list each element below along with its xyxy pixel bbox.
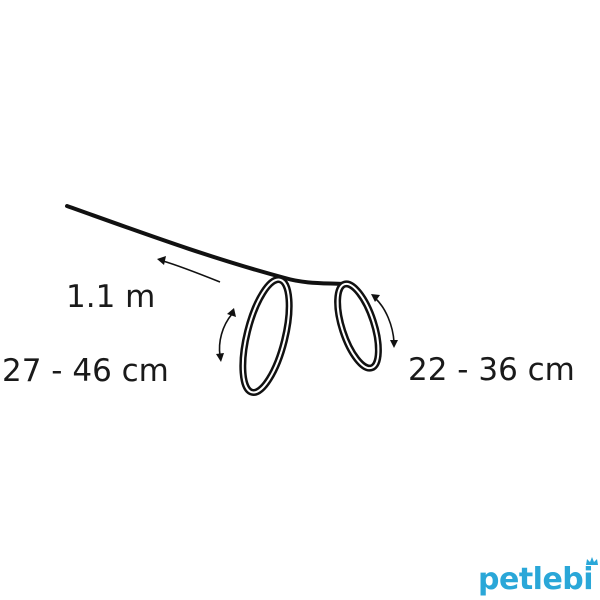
small-loop-label: 22 - 36 cm: [408, 352, 575, 388]
large-loop-label: 27 - 46 cm: [2, 353, 169, 389]
leash-length-label: 1.1 m: [66, 279, 155, 315]
adjust-arrow-icon: [371, 294, 398, 348]
large-loop: [239, 276, 293, 396]
logo-wordmark: petlebi: [478, 562, 593, 597]
small-loop: [334, 280, 382, 372]
brand-logo: petlebi: [478, 557, 598, 597]
leash-line: [65, 204, 345, 286]
adjust-arrow-icon: [157, 256, 221, 283]
adjust-arrow-icon: [216, 308, 236, 362]
crown-icon: [586, 557, 598, 565]
